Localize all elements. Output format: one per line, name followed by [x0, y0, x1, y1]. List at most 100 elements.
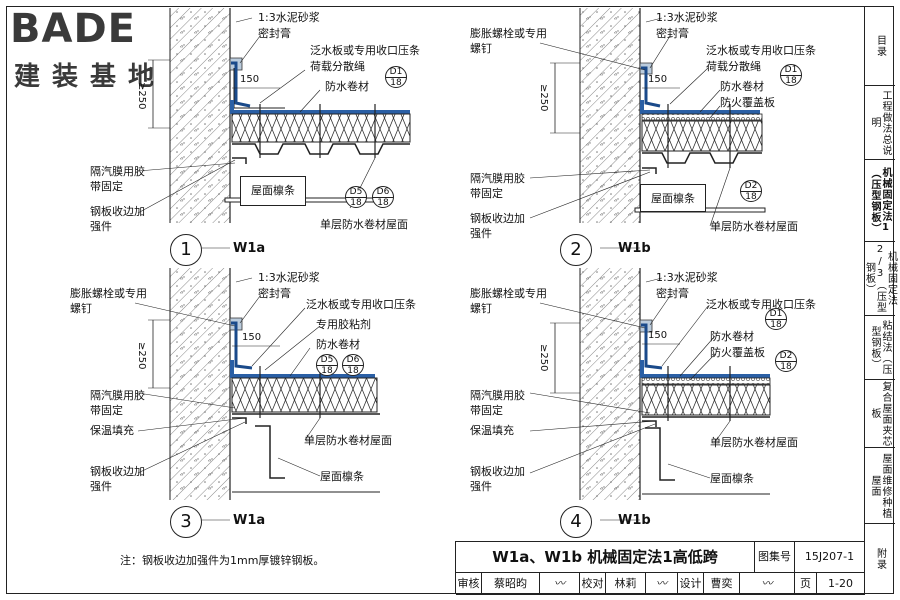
detail-number: 2: [560, 234, 592, 266]
ref-d1-top: D1: [766, 309, 786, 320]
detail-4-drawing: [529, 268, 771, 521]
dim-height: ≥250: [538, 84, 549, 112]
detail-2-drawing: [529, 8, 766, 249]
sidebar-item-sandwich-panel[interactable]: 复合屋面夹芯板: [865, 380, 895, 448]
sidebar-item-adhesive[interactable]: 粘结法（压型钢板）: [865, 316, 895, 380]
ref-d1-top: D1: [781, 65, 801, 76]
design-label: 设计: [678, 573, 704, 595]
ref-d1-bottom: 18: [390, 78, 402, 88]
sidebar-item-label: 粘结法（压型钢板）: [869, 320, 891, 375]
drawing-title: W1a、W1b 机械固定法1高低跨: [456, 542, 755, 573]
ref-d6-top: D6: [373, 187, 393, 198]
purlin-label-box: 屋面檩条: [240, 176, 306, 206]
dim-height: ≥250: [136, 342, 147, 370]
page-label: 页: [795, 573, 817, 595]
label-vapor-text: 隔汽膜用胶带固定: [90, 389, 145, 417]
detail-number: 1: [170, 234, 202, 266]
detail-name: W1a: [233, 513, 266, 528]
label-mortar: 1:3水泥砂浆: [258, 271, 320, 284]
ref-d6-bottom: 18: [347, 366, 359, 376]
sidebar-item-label: 机械固定法2/3（压型钢板）: [863, 244, 897, 313]
dim-width: 150: [648, 74, 668, 85]
label-purlin: 屋面檩条: [710, 472, 754, 485]
label-reinforce-text: 钢板收边加强件: [470, 212, 525, 240]
label-single-membrane: 单层防水卷材屋面: [320, 218, 408, 231]
reviewer-name: 蔡昭昀: [482, 573, 540, 595]
drawing-note: 注：钢板收边加强件为1mm厚镀锌钢板。: [120, 554, 325, 567]
label-fire-cover: 防火覆盖板: [720, 96, 775, 109]
brand-logo: BADE 建装基地: [10, 6, 180, 92]
detail-1-drawing: [137, 8, 411, 249]
label-flashing: 泛水板或专用收口压条: [706, 298, 816, 311]
label-reinforce-text: 钢板收边加强件: [90, 205, 145, 233]
atlas-number: 15J207-1: [795, 542, 865, 573]
check-label: 校对: [580, 573, 606, 595]
detail-3-drawing: [134, 268, 380, 521]
detail-2: 膨胀螺栓或专用螺钉 1:3水泥砂浆 密封膏 泛水板或专用收口压条 荷载分散绳 防…: [440, 8, 860, 270]
label-flashing: 泛水板或专用收口压条: [706, 44, 816, 57]
label-vapor-text: 隔汽膜用胶带固定: [470, 172, 525, 200]
label-waterproof: 防水卷材: [720, 80, 764, 93]
purlin-label-box: 屋面檩条: [640, 184, 706, 212]
label-sealant: 密封膏: [656, 287, 689, 300]
label-flashing: 泛水板或专用收口压条: [306, 298, 416, 311]
ref-d1-top: D1: [386, 67, 406, 78]
label-sealant: 密封膏: [258, 287, 291, 300]
detail-name: W1b: [618, 241, 651, 256]
sidebar-item-label: 复合屋面夹芯板: [869, 380, 891, 447]
ref-d5-bottom: 18: [350, 198, 362, 208]
sidebar-item-mechanical-1[interactable]: 机械固定法1（压型钢板）: [865, 160, 895, 242]
label-reinforce: 钢板收边加强件: [90, 204, 150, 234]
label-sealant: 密封膏: [258, 27, 291, 40]
label-vapor: 隔汽膜用胶带固定: [90, 164, 155, 194]
label-bolt: 膨胀螺栓或专用螺钉: [470, 286, 550, 316]
logo-brand: BADE: [10, 6, 136, 52]
sidebar-item-appendix[interactable]: 附录: [865, 524, 895, 594]
label-bolt: 膨胀螺栓或专用螺钉: [70, 286, 150, 316]
designer-name: 曹奕: [704, 573, 740, 595]
purlin-label: 屋面檩条: [651, 192, 695, 205]
title-block: W1a、W1b 机械固定法1高低跨 图集号 15J207-1 审核 蔡昭昀 〰 …: [455, 541, 865, 595]
review-label: 审核: [456, 573, 482, 595]
sidebar-item-label: 工程做法总说明: [869, 89, 891, 156]
ref-d5-top: D5: [317, 355, 337, 366]
label-bolt: 膨胀螺栓或专用螺钉: [470, 26, 550, 56]
sidebar-item-contents[interactable]: 目录: [865, 6, 895, 86]
sidebar-item-maintenance-planted[interactable]: 屋面维修种植屋面: [865, 448, 895, 524]
sidebar-item-mechanical-2-3[interactable]: 机械固定法2/3（压型钢板）: [863, 242, 897, 316]
label-vapor: 隔汽膜用胶带固定: [90, 388, 155, 418]
ref-d5-bottom: 18: [321, 366, 333, 376]
label-reinforce-text: 钢板收边加强件: [90, 465, 145, 493]
detail-1: 1:3水泥砂浆 密封膏 泛水板或专用收口压条 荷载分散绳 防水卷材 隔汽膜用胶带…: [20, 8, 430, 270]
ref-d2-top: D2: [776, 351, 796, 362]
label-reinforce: 钢板收边加强件: [470, 464, 530, 494]
label-vapor-text: 隔汽膜用胶带固定: [470, 389, 525, 417]
detail-number: 4: [560, 506, 592, 538]
ref-d1-bottom: 18: [770, 320, 782, 330]
sidebar-item-label: 附录: [874, 548, 886, 570]
label-mortar: 1:3水泥砂浆: [258, 11, 320, 24]
reviewer-signature: 〰: [540, 573, 580, 595]
ref-d2-bottom: 18: [745, 192, 757, 202]
designer-signature: 〰: [740, 573, 795, 595]
label-load-rope: 荷载分散绳: [310, 60, 365, 73]
label-adhesive: 专用胶粘剂: [316, 318, 371, 331]
sidebar-item-label: 机械固定法1（压型钢板）: [869, 167, 891, 234]
label-sealant: 密封膏: [656, 27, 689, 40]
dim-height: ≥250: [538, 344, 549, 372]
dim-height: ≥250: [136, 82, 147, 110]
sidebar-item-general-notes[interactable]: 工程做法总说明: [865, 86, 895, 160]
purlin-label: 屋面檩条: [251, 184, 295, 197]
detail-name: W1a: [233, 241, 266, 256]
ref-d1-bottom: 18: [785, 76, 797, 86]
label-mortar: 1:3水泥砂浆: [656, 271, 718, 284]
label-insulation-fill: 保温填充: [470, 424, 514, 437]
